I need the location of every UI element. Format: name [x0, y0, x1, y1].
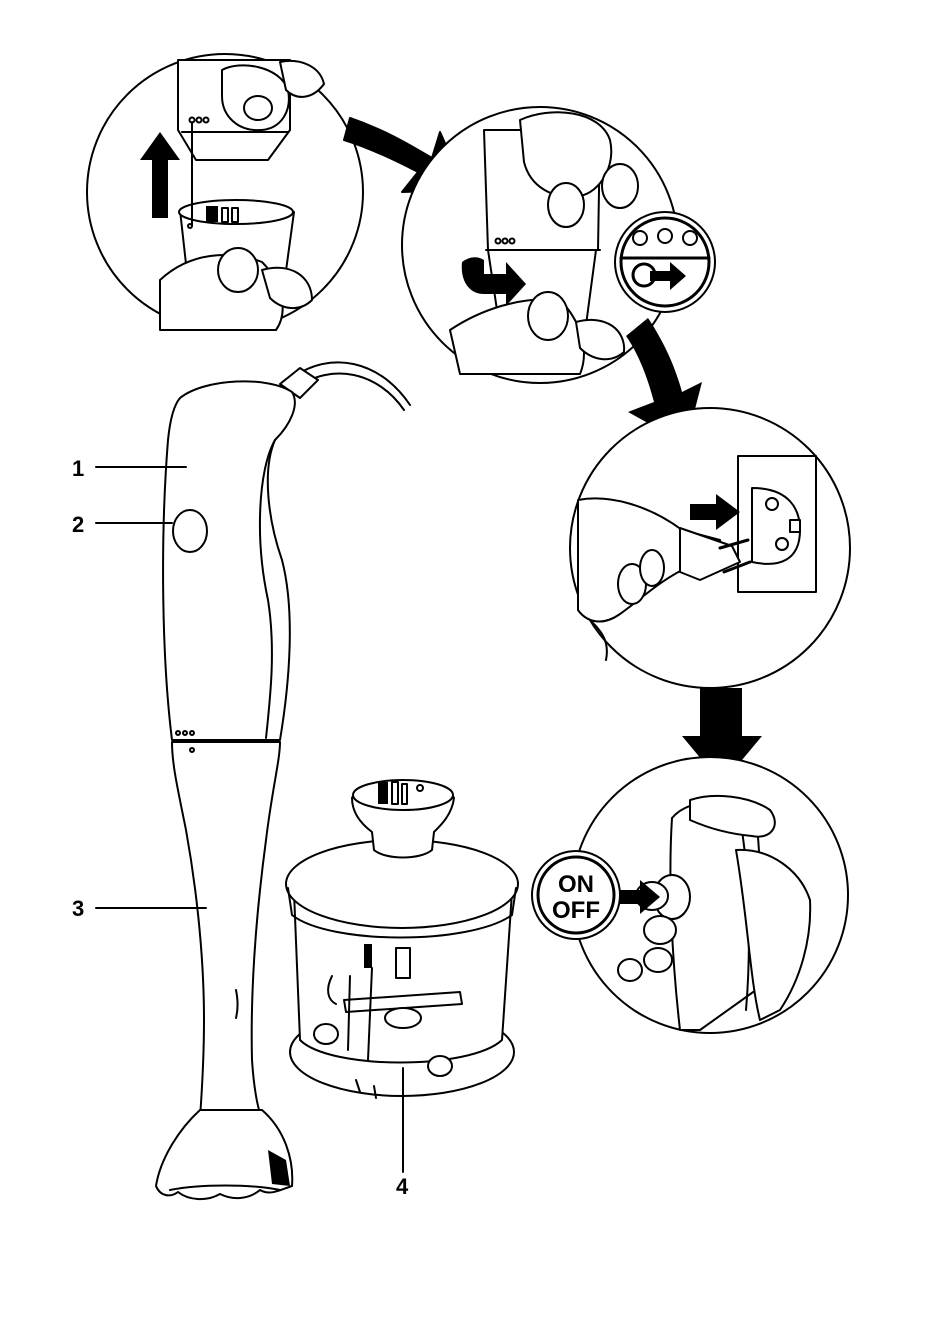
off-label: OFF	[552, 897, 600, 924]
part-label-4: 4	[396, 1174, 409, 1199]
on-off-button[interactable]	[173, 510, 207, 552]
chopper-attachment	[286, 780, 518, 1098]
unlock-badge	[615, 212, 715, 312]
part-label-1: 1	[72, 456, 84, 481]
motor-unit	[163, 381, 295, 740]
step-4-switch: ON OFF	[532, 757, 848, 1033]
step-3-unplug	[570, 408, 850, 688]
part-label-3: 3	[72, 896, 84, 921]
part-label-2: 2	[72, 512, 84, 537]
step-1-detach	[87, 54, 363, 330]
blending-shaft	[172, 742, 280, 1118]
on-label: ON	[558, 871, 594, 898]
